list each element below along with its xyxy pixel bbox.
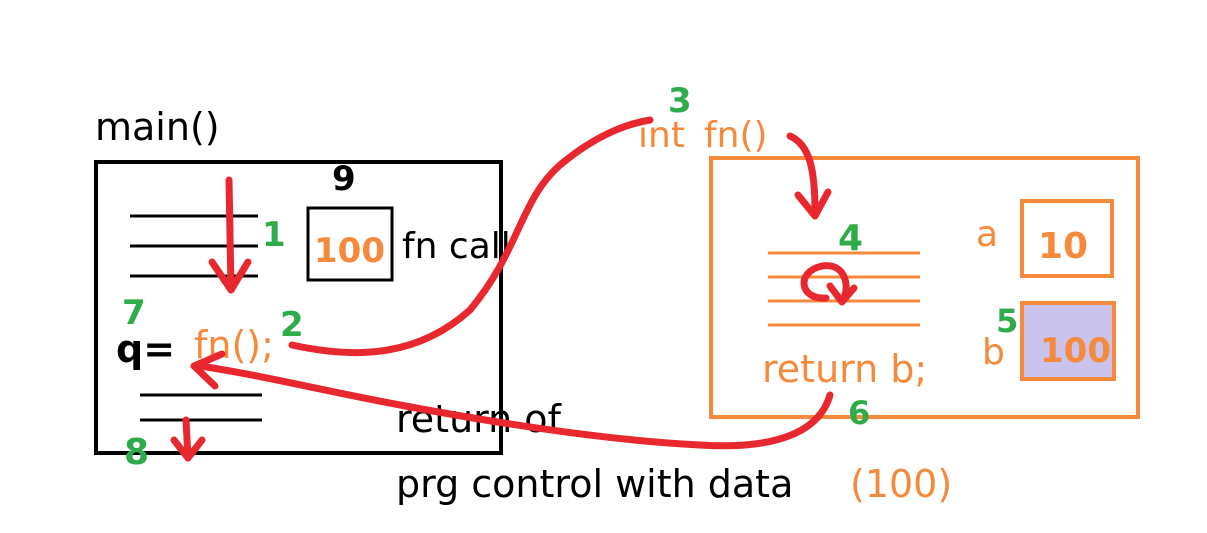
arrow-call [288, 116, 654, 357]
arrow-step4-head [794, 188, 832, 220]
caption-value: (100) [850, 462, 952, 506]
main-box-value: 100 [314, 231, 385, 271]
var-b-label: b [982, 332, 1005, 373]
step-number-6: 6 [848, 394, 870, 432]
loop-mark [800, 262, 850, 304]
flow-arrows [170, 116, 858, 462]
caption-line2: prg control with data [396, 462, 793, 506]
main-frame [94, 160, 503, 455]
fn-call-label: fn call [402, 226, 511, 267]
main-title: main() [95, 105, 220, 149]
arrow-return-head [190, 350, 226, 390]
fn-signature: fn() [704, 115, 768, 156]
arrow-step8 [182, 416, 192, 462]
var-a-value: 10 [1038, 226, 1088, 267]
arrow-return [196, 362, 834, 450]
step-number-3: 3 [668, 81, 692, 121]
arrow-step8-head [170, 436, 206, 462]
assign-variable: q= [116, 327, 175, 371]
loop-mark-head [826, 282, 858, 306]
arrow-step4 [786, 132, 819, 216]
fn-frame [709, 156, 1140, 419]
step-number-4: 4 [838, 218, 863, 259]
step-number-7: 7 [122, 293, 146, 333]
main-variable-box [306, 206, 394, 282]
var-b-value: 100 [1040, 331, 1111, 371]
step-number-2: 2 [280, 305, 304, 345]
return-statement: return b; [762, 347, 927, 391]
var-b-box [1020, 301, 1116, 381]
step-numbers: 1 2 3 4 5 6 7 8 [122, 81, 1018, 473]
step-number-5: 5 [996, 302, 1018, 340]
var-a-box [1020, 199, 1114, 278]
step-number-8: 8 [124, 432, 149, 473]
step-number-9: 9 [332, 159, 356, 199]
main-code-lines [130, 214, 262, 422]
step-number-1: 1 [262, 215, 286, 255]
var-a-label: a [976, 214, 998, 255]
arrow-step1-head [208, 258, 252, 294]
arrow-step1 [225, 176, 235, 292]
